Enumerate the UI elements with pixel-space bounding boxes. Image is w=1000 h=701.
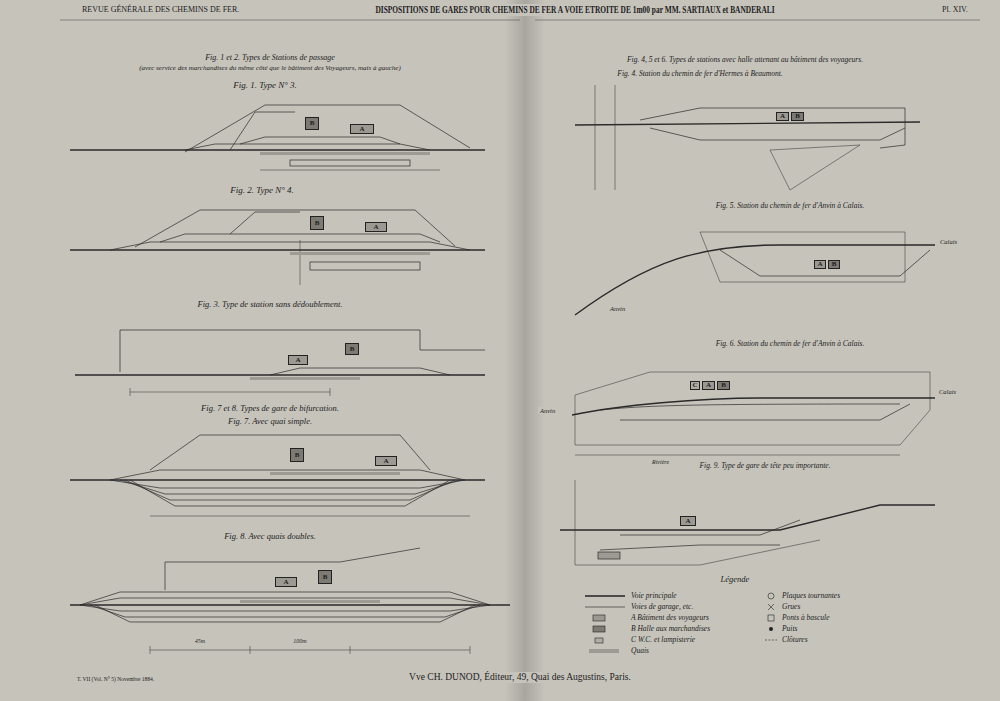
figure-caption: Fig. 4, 5 et 6. Types de stations avec h… xyxy=(625,56,865,65)
legend-sample xyxy=(765,636,777,644)
legend-text: Puits xyxy=(782,625,797,633)
legend-sample xyxy=(585,592,625,600)
legend-sample xyxy=(585,647,625,655)
page-note: Pl. XIV. xyxy=(940,5,970,14)
building-letter: A xyxy=(295,357,300,364)
building-letter: B xyxy=(295,452,300,459)
station-building: B xyxy=(290,448,304,462)
book-spine xyxy=(505,0,545,701)
legend-text: Voies de garage, etc. xyxy=(631,603,693,611)
figure-caption: Anvin xyxy=(608,305,627,312)
legend-row: Voie principale xyxy=(585,592,735,602)
figure-caption: Fig. 1. Type N° 3. xyxy=(231,80,299,90)
legend-row: C W.C. et lampisterie xyxy=(585,636,735,646)
legend-text: Clôtures xyxy=(782,636,808,644)
legend-sample xyxy=(585,636,625,644)
figure-caption: Fig. 5. Station du chemin de fer d'Anvin… xyxy=(714,202,867,211)
figure-caption: Calais xyxy=(938,238,959,245)
building-letter: B xyxy=(350,346,355,353)
building-letter: B xyxy=(832,261,837,268)
station-building: B xyxy=(305,117,319,130)
figure-caption: Fig. 2. Type N° 4. xyxy=(228,185,296,195)
legend-row: Grues xyxy=(765,603,915,613)
figure-caption: (avec service des marchandises du même c… xyxy=(137,64,403,72)
legend-title: Légende xyxy=(719,575,752,585)
building-letter: A xyxy=(817,261,822,268)
station-building: B xyxy=(310,216,324,230)
plate-title: DISPOSITIONS DE GARES POUR CHEMINS DE FE… xyxy=(374,4,776,16)
building-letter: A xyxy=(359,126,364,133)
legend-text: Ponts à bascule xyxy=(782,614,830,622)
legend-row: Ponts à bascule xyxy=(765,614,915,624)
building-letter: B xyxy=(323,574,328,581)
legend-sample xyxy=(585,625,625,633)
station-building: A xyxy=(375,456,397,466)
building-letter: A xyxy=(780,113,785,120)
station-building: A xyxy=(680,516,696,526)
legend-text: Voie principale xyxy=(631,592,677,600)
building-letter: A xyxy=(373,224,378,231)
legend-row: Puits xyxy=(765,625,915,635)
legend-row: B Halle aux marchandises xyxy=(585,625,735,635)
figure-caption: Fig. 1 et 2. Types de Stations de passag… xyxy=(203,53,337,62)
figure-caption: Fig. 8. Avec quais doubles. xyxy=(222,532,318,542)
building-letter: B xyxy=(310,120,315,127)
building-letter: B xyxy=(721,382,726,389)
station-building: B xyxy=(791,112,804,121)
station-building: A xyxy=(275,577,297,587)
legend-text: C W.C. et lampisterie xyxy=(631,636,695,644)
legend-sample xyxy=(765,603,777,611)
page-note: REVUE GÉNÉRALE DES CHEMINS DE FER. xyxy=(80,5,241,14)
figure-caption: Anvin xyxy=(538,407,557,414)
figure-caption: Calais xyxy=(937,388,958,395)
legend-text: Grues xyxy=(782,603,800,611)
page-note: Rivière xyxy=(650,459,671,466)
building-letter: B xyxy=(795,113,800,120)
figure-caption: Fig. 3. Type de station sans dédoublemen… xyxy=(195,300,344,310)
building-letter: A xyxy=(685,518,690,525)
building-letter: A xyxy=(383,458,388,465)
station-building: B xyxy=(828,260,840,269)
station-building: C xyxy=(690,381,700,390)
figure-caption: Fig. 6. Station du chemin de fer d'Anvin… xyxy=(714,340,867,349)
page-note: T. VII (Vol. N° 5) Novembre 1884. xyxy=(75,676,156,682)
legend-sample xyxy=(585,614,625,622)
station-building: B xyxy=(318,570,332,584)
legend-text: Quais xyxy=(631,647,649,655)
page-note: Vve CH. DUNOD, Éditeur, 49, Quai des Aug… xyxy=(407,672,633,683)
legend-text: B Halle aux marchandises xyxy=(631,625,710,633)
figure-caption: Fig. 4. Station du chemin de fer d'Herme… xyxy=(615,70,784,79)
building-letter: A xyxy=(283,579,288,586)
legend-row: Clôtures xyxy=(765,636,915,646)
figure-drawings xyxy=(70,85,935,654)
legend-row: Quais xyxy=(585,647,735,657)
building-letter: C xyxy=(692,382,697,389)
legend-row: A Bâtiment des voyageurs xyxy=(585,614,735,624)
legend-row: Plaques tournantes xyxy=(765,592,915,602)
legend-row: Voies de garage, etc. xyxy=(585,603,735,613)
figure-caption: Fig. 7. Avec quai simple. xyxy=(226,417,314,427)
figure-caption: Fig. 9. Type de gare de tête peu importa… xyxy=(697,462,832,471)
page-note: 100m xyxy=(291,638,308,645)
building-letter: A xyxy=(706,382,711,389)
legend-text: Plaques tournantes xyxy=(782,592,840,600)
station-building: A xyxy=(776,112,789,121)
page-note: 45m xyxy=(193,638,207,645)
building-letter: B xyxy=(315,220,320,227)
station-building: A xyxy=(365,222,387,232)
figure-caption: Fig. 7 et 8. Types de gare de bifurcatio… xyxy=(199,404,341,414)
station-building: A xyxy=(288,355,308,365)
legend-sample xyxy=(585,603,625,611)
legend-sample xyxy=(765,614,777,622)
legend-sample xyxy=(765,625,777,633)
legend-sample xyxy=(765,592,777,600)
legend-text: A Bâtiment des voyageurs xyxy=(631,614,709,622)
station-building: A xyxy=(350,124,374,134)
station-building: A xyxy=(814,260,826,269)
station-building: B xyxy=(717,381,730,390)
station-building: A xyxy=(702,381,715,390)
station-building: B xyxy=(345,343,359,355)
